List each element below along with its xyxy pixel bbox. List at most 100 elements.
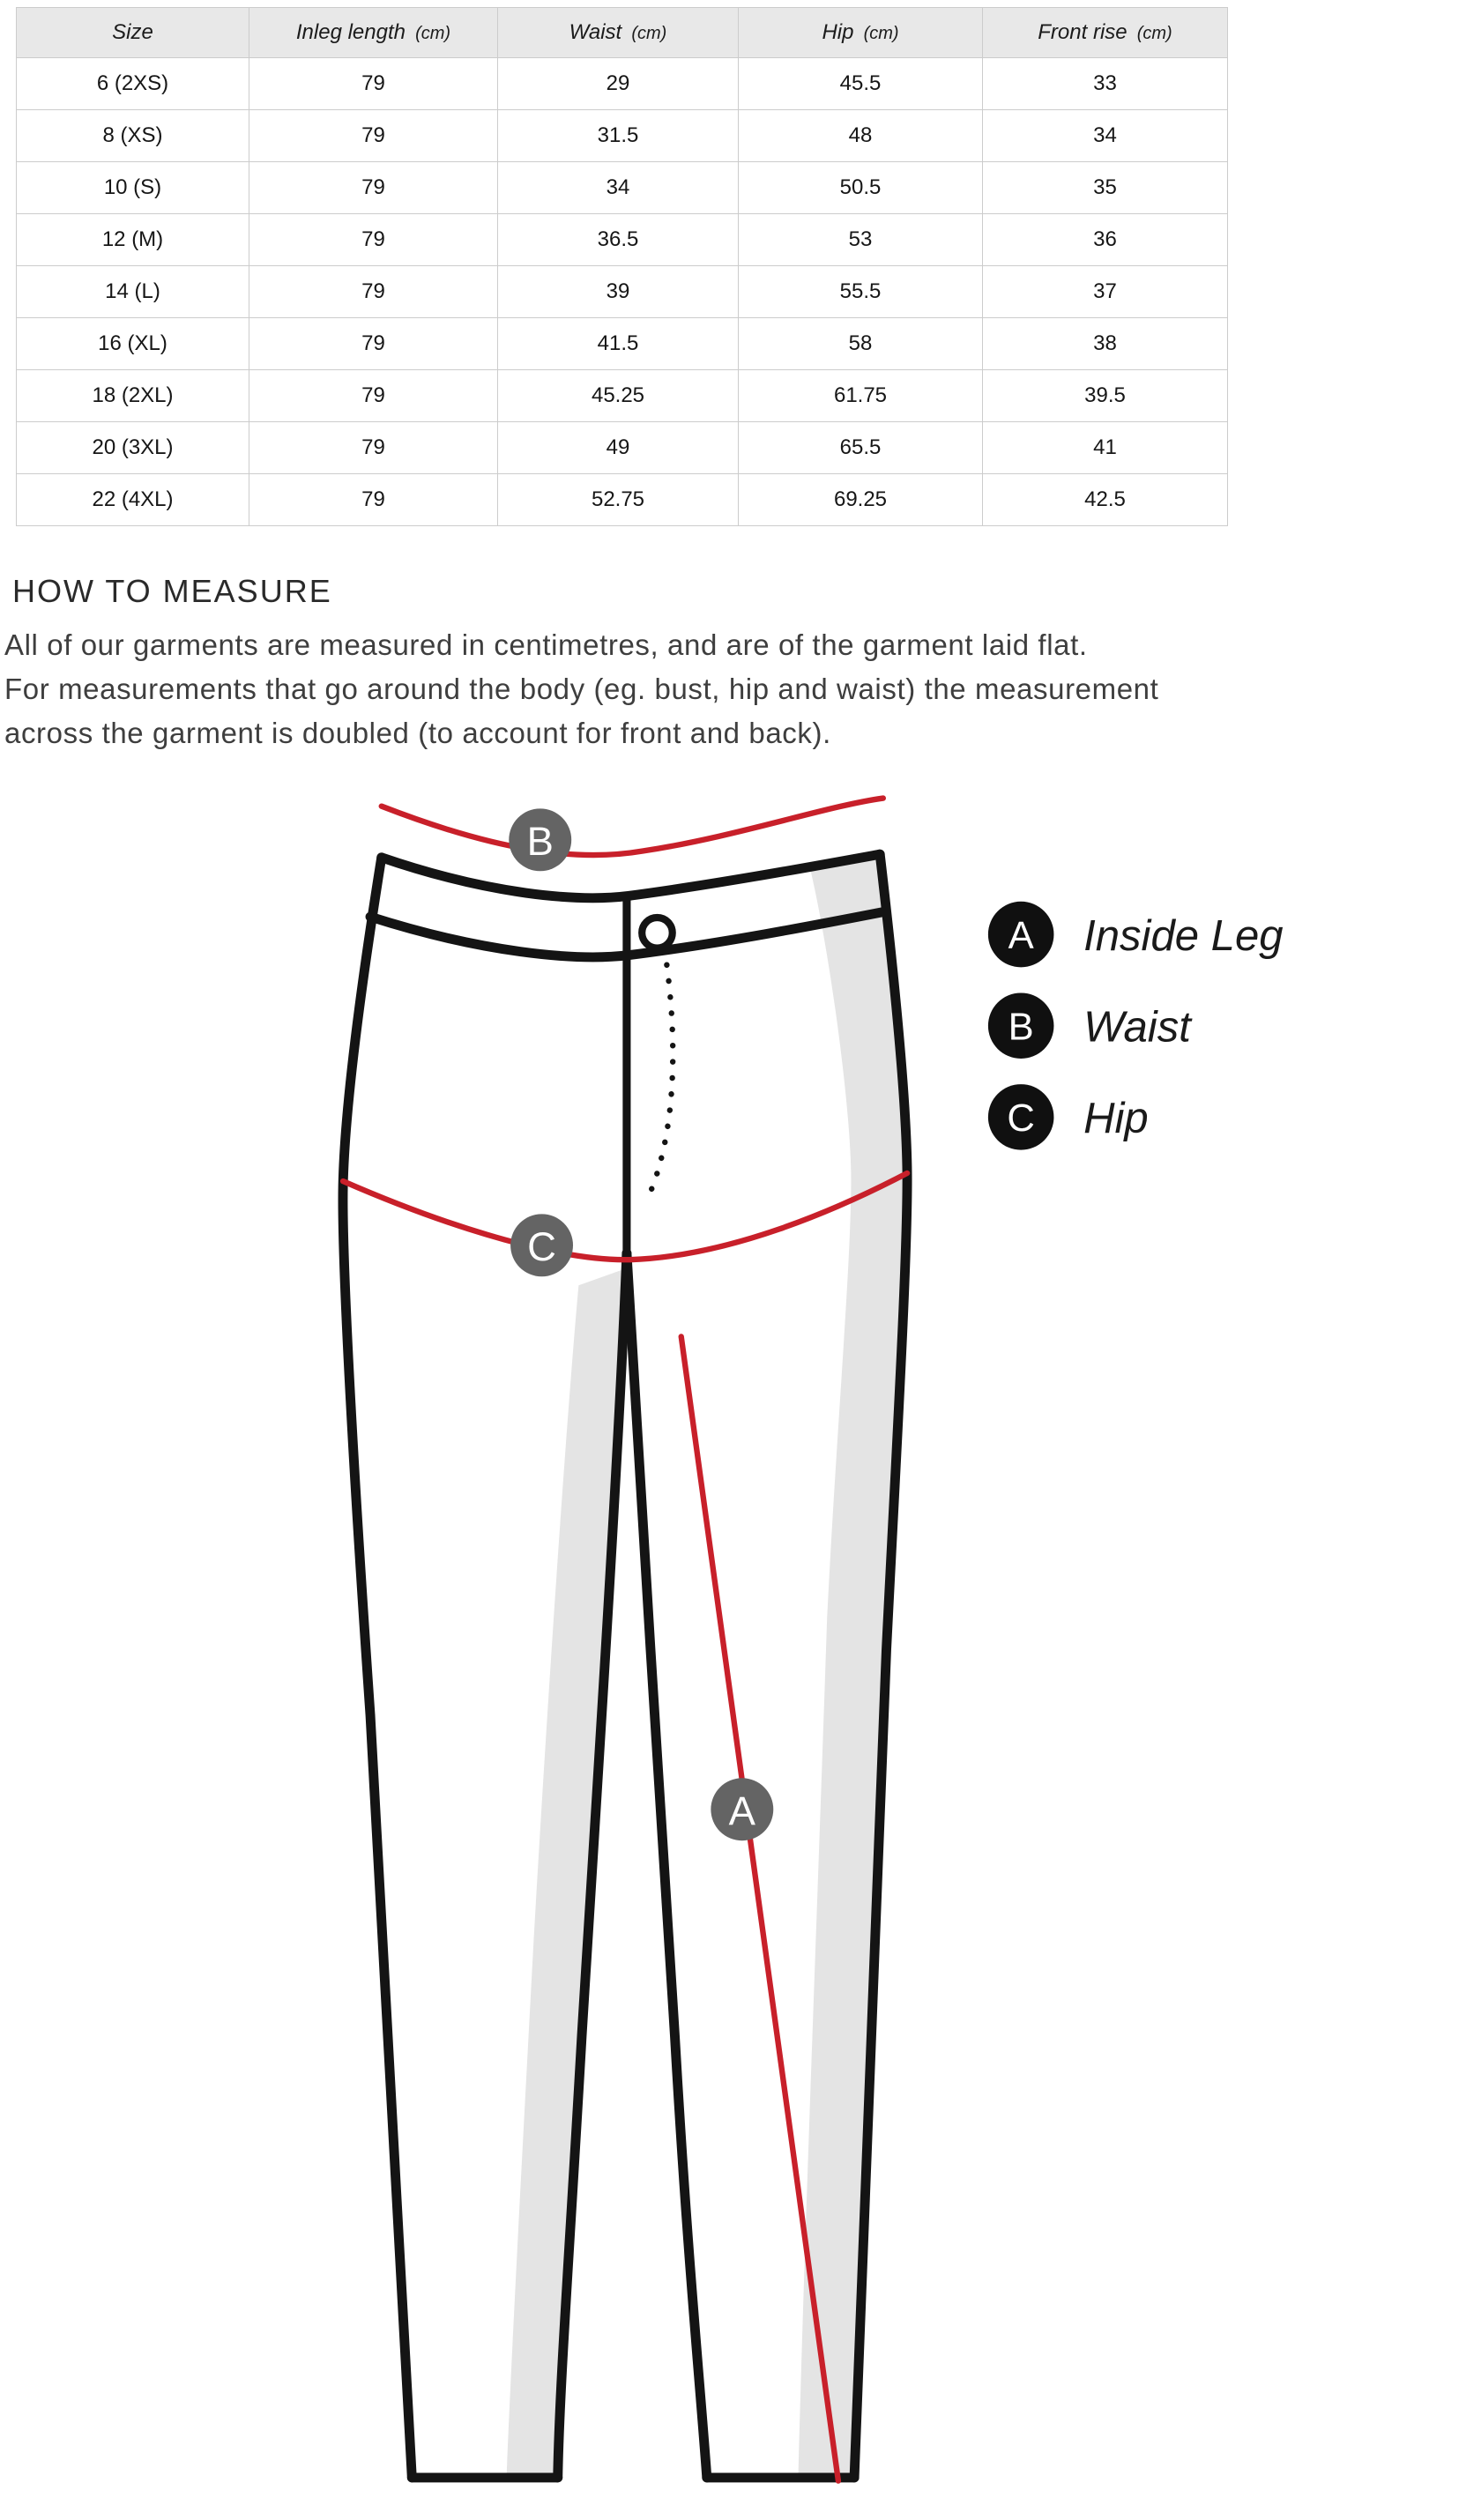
size-table-cell: 53: [738, 213, 983, 266]
legend-inside-leg-label: Inside Leg: [1083, 912, 1283, 960]
marker-inside-leg: A: [711, 1778, 774, 1841]
size-table-cell: 16 (XL): [16, 317, 249, 370]
pants-right-inner-seam: [621, 1248, 712, 2483]
size-table-cell: 8 (XS): [16, 109, 249, 162]
size-table-header-cell: Hip (cm): [738, 7, 983, 58]
pants-left-outer-seam: [338, 852, 417, 2483]
marker-inside-leg-circle: [711, 1778, 774, 1841]
legend-item-hip: C Hip: [987, 1084, 1149, 1150]
size-table-header-cell: Size: [16, 7, 249, 58]
size-table-cell: 36.5: [497, 213, 739, 266]
legend-waist-letter: B: [1008, 1007, 1034, 1049]
size-table-cell: 52.75: [497, 473, 739, 526]
legend-waist-label: Waist: [1083, 1004, 1193, 1052]
how-to-measure-copy: All of our garments are measured in cent…: [4, 623, 1481, 755]
size-table-cell: 37: [982, 265, 1228, 318]
size-table-cell: 79: [249, 213, 498, 266]
size-table-cell: 55.5: [738, 265, 983, 318]
size-table-cell: 10 (S): [16, 161, 249, 214]
size-table-cell: 79: [249, 161, 498, 214]
size-table-cell: 49: [497, 421, 739, 474]
size-table-cell: 79: [249, 317, 498, 370]
legend: A Inside Leg B Waist C Hip: [987, 901, 1284, 1150]
size-table-cell: 38: [982, 317, 1228, 370]
size-table-cell: 79: [249, 265, 498, 318]
marker-waist-circle: [509, 808, 572, 872]
size-table-cell: 39: [497, 265, 739, 318]
legend-inside-leg-dot: [987, 901, 1054, 968]
size-table-cell: 79: [249, 109, 498, 162]
inside-leg-measure-line: [678, 1334, 842, 2484]
legend-item-waist: B Waist: [987, 992, 1193, 1059]
size-table-cell: 79: [249, 421, 498, 474]
size-table-cell: 20 (3XL): [16, 421, 249, 474]
size-table-header-cell: Front rise (cm): [982, 7, 1228, 58]
size-table-cell: 45.25: [497, 369, 739, 422]
size-table-cell: 69.25: [738, 473, 983, 526]
size-table-cell: 6 (2XS): [16, 57, 249, 110]
size-table-cell: 58: [738, 317, 983, 370]
size-table-cell: 33: [982, 57, 1228, 110]
legend-item-inside-leg: A Inside Leg: [987, 901, 1284, 968]
size-table-cell: 34: [497, 161, 739, 214]
measurement-diagram: B C A A Inside Leg B Waist C: [338, 795, 1284, 2484]
legend-inside-leg-letter: A: [1008, 915, 1035, 957]
legend-hip-label: Hip: [1083, 1095, 1149, 1142]
size-table-cell: 41.5: [497, 317, 739, 370]
marker-waist-letter: B: [527, 819, 554, 864]
pants-shade-left-inner: [506, 1269, 624, 2478]
size-table-cell: 12 (M): [16, 213, 249, 266]
hip-measure-line: [339, 1170, 911, 1263]
copy-line-2: For measurements that go around the body…: [4, 673, 1159, 705]
size-table-cell: 79: [249, 369, 498, 422]
marker-hip: C: [510, 1214, 574, 1277]
size-table-header-cell: Waist (cm): [497, 7, 739, 58]
size-table-cell: 45.5: [738, 57, 983, 110]
size-table-header-cell: Inleg length (cm): [249, 7, 498, 58]
marker-inside-leg-letter: A: [729, 1788, 756, 1833]
pants-fly-stitching: [644, 962, 676, 1202]
size-table-cell: 18 (2XL): [16, 369, 249, 422]
size-table-cell: 22 (4XL): [16, 473, 249, 526]
size-table-cell: 79: [249, 473, 498, 526]
pants-shade-right-panel: [798, 855, 908, 2478]
copy-line-3: across the garment is doubled (to accoun…: [4, 717, 831, 749]
size-table-cell: 36: [982, 213, 1228, 266]
size-table-cell: 50.5: [738, 161, 983, 214]
legend-waist-dot: [987, 992, 1054, 1059]
size-table-cell: 61.75: [738, 369, 983, 422]
marker-waist: B: [509, 808, 572, 872]
how-to-measure-heading: HOW TO MEASURE: [12, 573, 332, 609]
marker-hip-letter: C: [527, 1224, 556, 1269]
size-table-cell: 31.5: [497, 109, 739, 162]
size-table-cell: 79: [249, 57, 498, 110]
size-table-cell: 39.5: [982, 369, 1228, 422]
size-table-cell: 41: [982, 421, 1228, 474]
pants-waist-top-edge: [376, 849, 885, 903]
size-table-cell: 34: [982, 109, 1228, 162]
marker-hip-circle: [510, 1214, 574, 1277]
size-table-cell: 48: [738, 109, 983, 162]
pants-left-inner-seam: [553, 1248, 632, 2483]
pants-button: [638, 913, 676, 952]
size-table-cell: 29: [497, 57, 739, 110]
size-table-cell: 65.5: [738, 421, 983, 474]
copy-line-1: All of our garments are measured in cent…: [4, 628, 1088, 661]
size-table-cell: 14 (L): [16, 265, 249, 318]
legend-hip-dot: [987, 1084, 1054, 1150]
size-table-cell: 35: [982, 161, 1228, 214]
waist-measure-line: [378, 795, 886, 859]
